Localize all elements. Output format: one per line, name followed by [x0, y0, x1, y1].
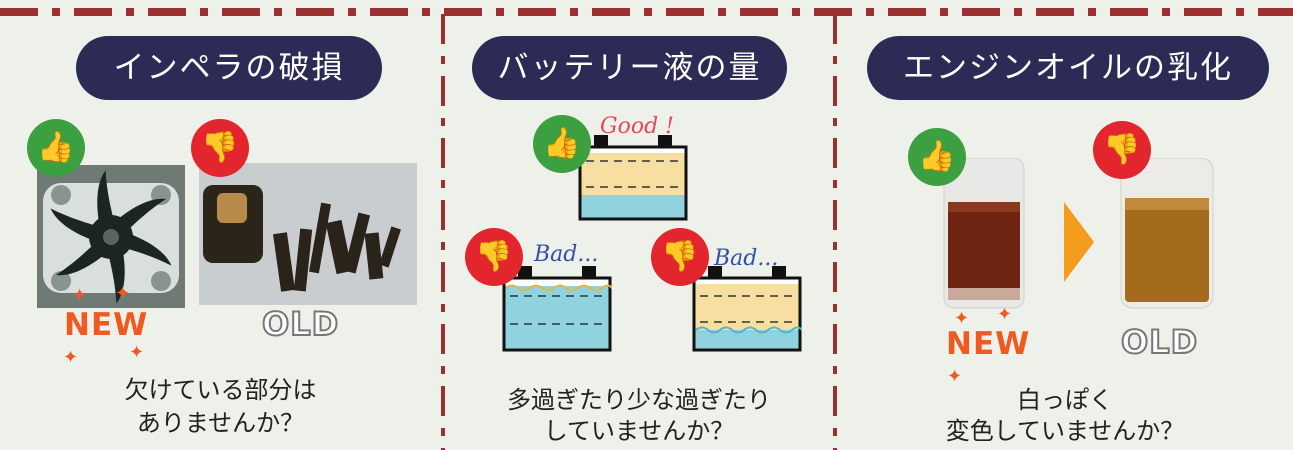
panel-title: インペラの破損 — [76, 36, 382, 100]
top-dashed-border — [0, 8, 1293, 16]
sparkle-icon: ✦ — [72, 285, 88, 306]
caption-line-1: 白っぽく — [1017, 386, 1113, 414]
thumbs-down-icon: 👎 — [465, 228, 523, 286]
sparkle-icon: ✦ — [997, 304, 1013, 325]
bad-label: Bad... — [714, 246, 779, 271]
old-oil-bottle — [1120, 158, 1214, 309]
arrow-right-icon — [1064, 202, 1094, 282]
caption-line-1: 欠けている部分は — [124, 376, 317, 404]
old-label: OLD — [1120, 322, 1199, 362]
panel-oil: エンジンオイルの乳化 👍 👎 ✦ ✦ ✦ NEW OLD 白っぽく 変色していま… — [837, 0, 1293, 450]
divider-right — [833, 14, 837, 450]
thumbs-up-icon: 👍 — [27, 119, 85, 177]
sparkle-icon: ✦ — [115, 283, 131, 304]
sparkle-icon: ✦ — [954, 308, 970, 329]
thumbs-down-icon: 👎 — [191, 119, 249, 177]
divider-left — [441, 14, 445, 450]
new-oil-bottle — [943, 158, 1025, 309]
battery-good — [578, 135, 688, 221]
panel-impeller: インペラの破損 👍 — [0, 0, 441, 450]
panel-title: バッテリー液の量 — [472, 36, 787, 100]
caption-line-2: ありませんか？ — [136, 409, 305, 437]
caption-line-2: 変色していませんか？ — [945, 417, 1185, 445]
bad-label: Bad... — [534, 242, 599, 267]
panel-battery: バッテリー液の量 Good ! 👍 Bad... 👎 Bad... — [445, 0, 833, 450]
sparkle-icon: ✦ — [63, 347, 79, 368]
thumbs-down-icon: 👎 — [1093, 121, 1151, 179]
thumbs-down-icon: 👎 — [651, 228, 709, 286]
thumbs-up-icon: 👍 — [533, 115, 591, 173]
good-label: Good ! — [600, 114, 674, 139]
new-label: NEW — [946, 326, 1031, 362]
battery-overfilled — [502, 266, 612, 352]
new-impeller-photo — [37, 165, 185, 308]
new-label: NEW — [64, 307, 149, 343]
old-label: OLD — [261, 304, 340, 344]
caption-line-1: 多過ぎたり少な過ぎたり — [507, 386, 771, 414]
sparkle-icon: ✦ — [129, 342, 145, 363]
panel-title: エンジンオイルの乳化 — [867, 36, 1269, 100]
sparkle-icon: ✦ — [947, 366, 963, 387]
battery-underfilled — [692, 266, 802, 352]
thumbs-up-icon: 👍 — [908, 128, 966, 186]
old-impeller-photo — [199, 163, 417, 305]
caption-line-2: していませんか？ — [543, 417, 735, 445]
